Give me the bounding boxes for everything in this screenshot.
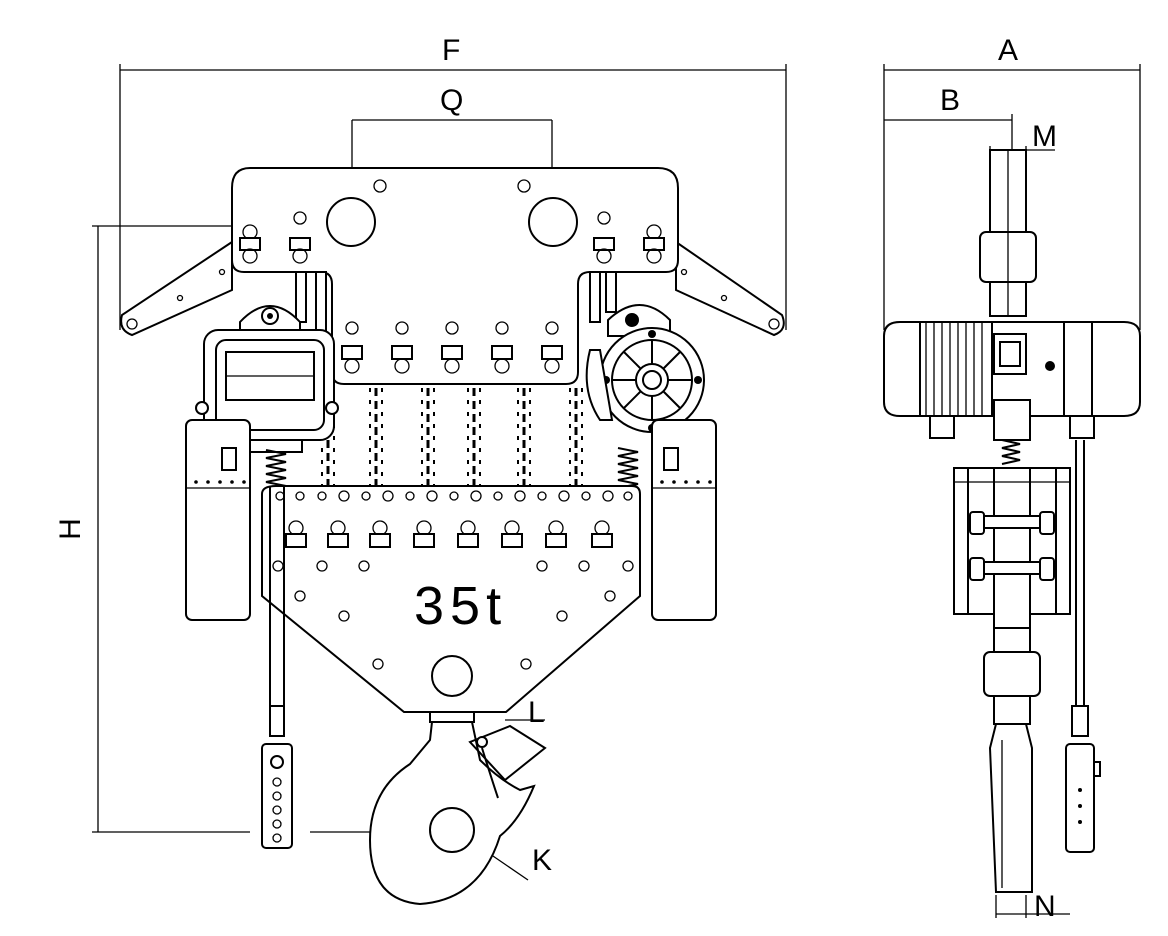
load-hook-icon — [368, 711, 547, 906]
label-K-hook: K — [532, 844, 552, 877]
front-view: 35t — [120, 167, 785, 906]
label-H: H — [54, 518, 87, 540]
top-plate-pins — [239, 237, 665, 264]
plate-bolt-row — [341, 321, 563, 374]
label-F: F — [442, 34, 460, 67]
label-N: N — [1034, 890, 1056, 923]
label-M: M — [1032, 120, 1057, 153]
label-B: B — [940, 84, 960, 117]
load-chain-icon — [321, 388, 583, 490]
lower-block-bolt-row — [275, 490, 633, 502]
side-view — [883, 149, 1141, 893]
label-A: A — [998, 34, 1018, 67]
label-L: L — [528, 696, 545, 729]
capacity-label: 35t — [414, 576, 507, 636]
right-motor-unit — [585, 304, 717, 621]
lower-block-sheave-row — [285, 520, 613, 548]
left-motor-unit — [185, 305, 339, 621]
lower-block: 35t — [261, 485, 641, 713]
label-Q: Q — [440, 84, 463, 117]
pendant-control-icon — [261, 486, 293, 849]
